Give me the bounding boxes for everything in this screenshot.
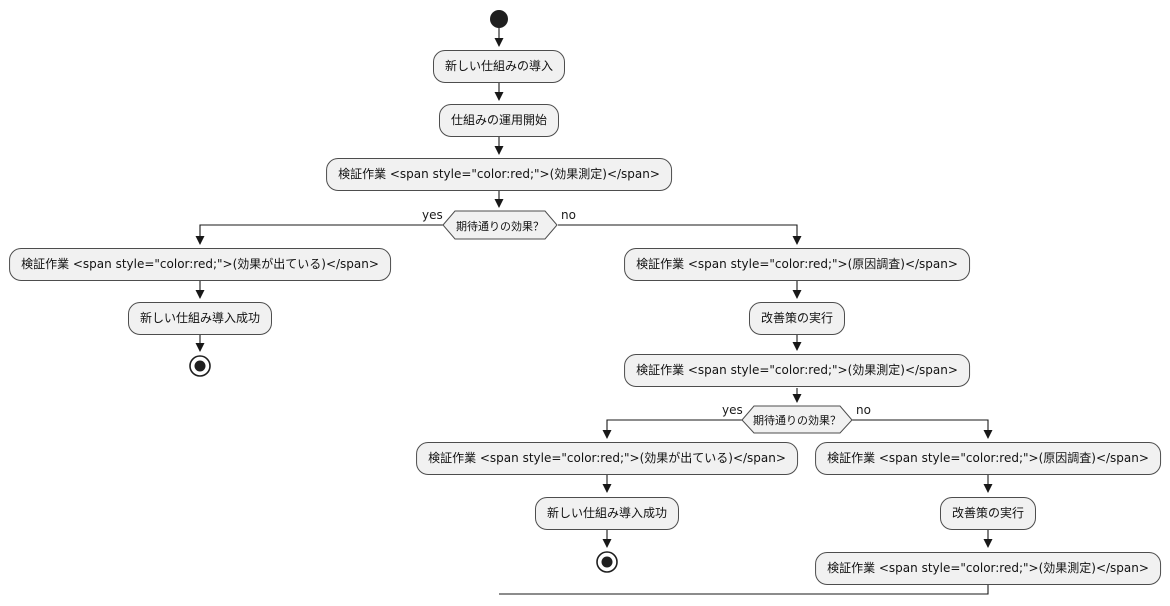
decision1-hexagon — [442, 210, 558, 240]
activity-verify-measure-1: 検証作業 <span style="color:red;">(効果測定)</sp… — [326, 158, 672, 191]
edge-decision1-yes — [195, 224, 443, 245]
activity-improvement-2: 改善策の実行 — [939, 497, 1037, 530]
decision1-yes-label: yes — [422, 208, 443, 222]
activity-cause-investigation-2: 検証作業 <span style="color:red;">(原因調査)</sp… — [815, 442, 1161, 475]
activity-success-2: 新しい仕組み導入成功 — [534, 497, 680, 530]
decision2-hexagon — [741, 405, 853, 434]
activity-verify-measure-2: 検証作業 <span style="color:red;">(効果測定)</sp… — [624, 354, 970, 387]
activity-improvement-1: 改善策の実行 — [748, 302, 846, 335]
activity-operation-start: 仕組みの運用開始 — [438, 104, 560, 137]
decision1-label: 期待通りの効果？ — [456, 220, 544, 233]
decision2-yes-label: yes — [722, 403, 743, 417]
edge-decision2-no — [852, 419, 993, 439]
decision2-no-label: no — [856, 403, 871, 417]
activity-intro: 新しい仕組みの導入 — [432, 50, 566, 83]
decision2-label: 期待通りの効果？ — [753, 414, 841, 427]
edge-decision1-no — [558, 224, 802, 245]
edge-decision2-yes — [602, 419, 742, 439]
start-node — [490, 10, 508, 28]
decision1-no-label: no — [561, 208, 576, 222]
activity-verify-measure-3: 検証作業 <span style="color:red;">(効果測定)</sp… — [815, 552, 1161, 585]
edge-loop-back — [499, 584, 989, 595]
end-node-2 — [596, 551, 618, 573]
activity-cause-investigation-1: 検証作業 <span style="color:red;">(原因調査)</sp… — [624, 248, 970, 281]
activity-effect-confirmed-1: 検証作業 <span style="color:red;">(効果が出ている)<… — [9, 248, 391, 281]
activity-effect-confirmed-2: 検証作業 <span style="color:red;">(効果が出ている)<… — [416, 442, 798, 475]
end-node-1 — [189, 355, 211, 377]
activity-success-1: 新しい仕組み導入成功 — [127, 302, 273, 335]
